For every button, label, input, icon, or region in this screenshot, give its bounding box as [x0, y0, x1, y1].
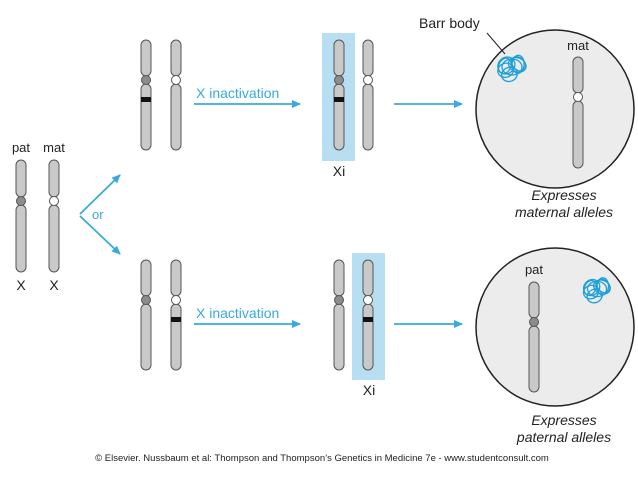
barr-body-label: Barr body [419, 15, 480, 31]
chromosome-bottom-maternal-xi [362, 259, 374, 371]
barr-body-loop [582, 284, 600, 300]
pat-label: pat [12, 140, 30, 155]
barr-body-loop [510, 55, 527, 72]
chromosome-arm [333, 83, 345, 151]
chromosome-top-paternal [140, 39, 152, 151]
chromosome-arm [15, 159, 27, 198]
chromosome-arm [333, 259, 345, 297]
chromosome-arm [333, 39, 345, 77]
chromosome-top-paternal-xi [333, 39, 345, 151]
arrow-down [79, 215, 121, 255]
bottom-expresses-line1: Expresses [531, 412, 596, 428]
barr-body-bottom [582, 277, 611, 304]
centromere [334, 295, 344, 305]
chromosome-arm [170, 303, 182, 371]
copyright-notice: © Elsevier. Nussbaum et al: Thompson and… [95, 453, 549, 464]
x-paternal-label: X [16, 277, 26, 293]
arrow-up [79, 174, 121, 215]
barr-body-loop [583, 279, 597, 296]
centromere [573, 92, 583, 102]
chromosome-x-maternal [48, 159, 60, 273]
chromosome-arm [140, 303, 152, 371]
chromosome-arm [140, 259, 152, 297]
centromere [363, 295, 373, 305]
cell-bottom [475, 247, 635, 407]
top-expresses-line2: maternal alleles [515, 204, 613, 220]
chromosome-x-paternal [15, 159, 27, 273]
mat-label: mat [43, 140, 65, 155]
centromere [16, 196, 26, 206]
chromosome-arm [362, 259, 374, 297]
cell-top-maternal-chromosome [572, 56, 584, 169]
chromosome-band [334, 97, 344, 102]
chromosomes [15, 39, 584, 393]
barr-body-loop [595, 278, 611, 294]
cell-bottom-chromosome-label: pat [525, 262, 543, 277]
x-inactivation-label-bottom: X inactivation [196, 305, 279, 321]
chromosome-arm [48, 159, 60, 198]
top-expresses-line1: Expresses [531, 187, 596, 203]
centromere [334, 75, 344, 85]
chromosome-arm [140, 83, 152, 151]
chromosome-arm [572, 56, 584, 94]
barr-body-top [497, 54, 527, 83]
chromosome-bottom-maternal [170, 259, 182, 371]
x-maternal-label: X [49, 277, 59, 293]
chromosome-band [363, 317, 373, 322]
chromosome-arm [362, 303, 374, 371]
chromosome-band [171, 317, 181, 322]
centromere [529, 317, 539, 327]
chromosome-band [141, 97, 151, 102]
cell-top-chromosome-label: mat [567, 38, 589, 53]
centromere [141, 75, 151, 85]
centromere [171, 295, 181, 305]
chromosome-arm [362, 83, 374, 151]
chromosome-bottom-paternal [140, 259, 152, 371]
chromosome-arm [170, 83, 182, 151]
centromere [141, 295, 151, 305]
chromosome-arm [48, 204, 60, 273]
chromosome-bottom-paternal-active [333, 259, 345, 371]
cell-top [475, 29, 635, 189]
centromere [363, 75, 373, 85]
xi-label-top: Xi [333, 163, 345, 179]
barr-body-loop [497, 57, 512, 75]
centromere [49, 196, 59, 206]
chromosome-top-maternal [170, 39, 182, 151]
chromosome-arm [15, 204, 27, 273]
x-inactivation-label-top: X inactivation [196, 85, 279, 101]
barr-body-loop [497, 62, 515, 78]
chromosome-arm [170, 39, 182, 77]
bottom-expresses-line2: paternal alleles [516, 429, 611, 445]
chromosome-arm [140, 39, 152, 77]
xi-label-bottom: Xi [363, 382, 375, 398]
barr-body-pointer [486, 32, 506, 55]
chromosome-arm [170, 259, 182, 297]
centromere [171, 75, 181, 85]
chromosome-arm [362, 39, 374, 77]
cell-bottom-paternal-chromosome [528, 281, 540, 393]
or-label: or [92, 207, 104, 222]
chromosome-top-maternal-active [362, 39, 374, 151]
chromosome-arm [333, 303, 345, 371]
chromosome-arm [528, 325, 540, 393]
chromosome-arm [528, 281, 540, 319]
chromosome-arm [572, 100, 584, 169]
